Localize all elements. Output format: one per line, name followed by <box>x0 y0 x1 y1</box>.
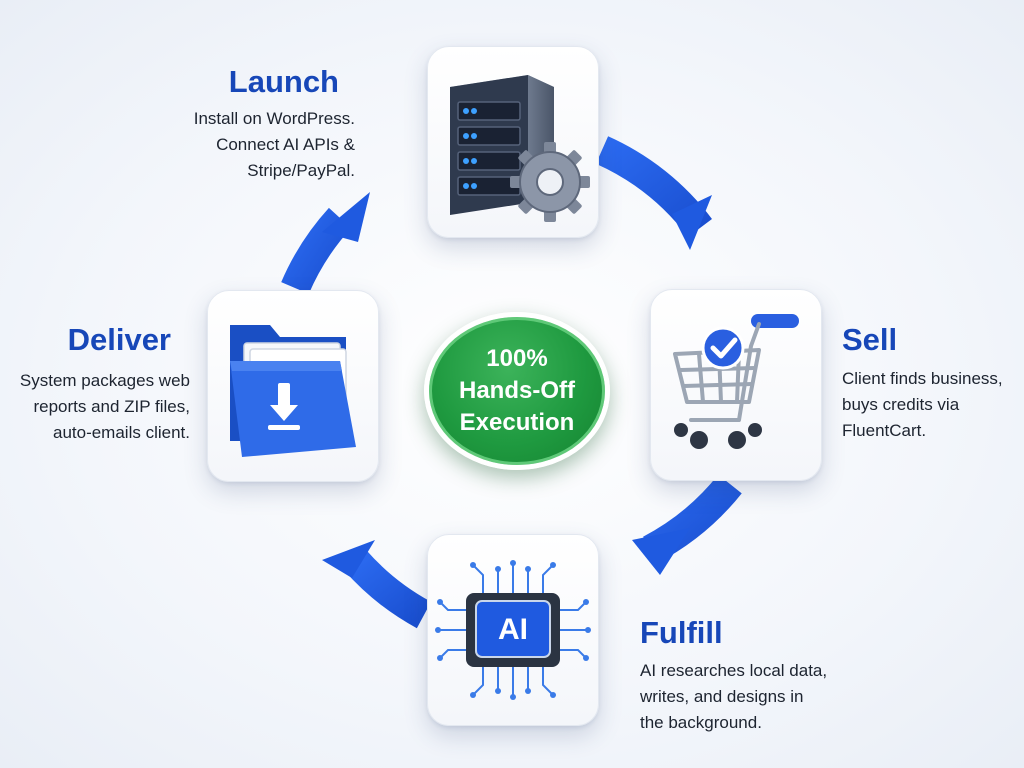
fulfill-card: AI <box>427 534 599 726</box>
center-badge-line: Hands-Off <box>459 377 575 404</box>
deliver-title: Deliver <box>67 322 171 357</box>
fulfill-desc-line: the background. <box>640 713 762 732</box>
fulfill-desc-line: AI researches local data, <box>640 661 828 680</box>
arrowhead-fulfill <box>632 528 690 575</box>
sell-title: Sell <box>842 322 898 357</box>
launch-desc-line: Connect AI APIs & <box>216 135 355 154</box>
launch-title: Launch <box>228 64 339 99</box>
deliver-desc-line: auto-emails client. <box>52 423 190 442</box>
fulfill-desc-line: writes, and designs in <box>640 687 804 706</box>
shopping-cart-check-icon <box>673 314 799 449</box>
ai-chip-icon: AI <box>435 560 591 700</box>
arrowhead-deliver <box>322 540 375 578</box>
deliver-description: System packages web reports and ZIP file… <box>20 368 190 446</box>
center-badge: 100% Hands-Off Execution <box>424 312 610 470</box>
center-badge-line: Execution <box>459 409 575 436</box>
deliver-desc-line: System packages web <box>19 371 190 390</box>
server-gear-icon <box>450 75 590 222</box>
fulfill-title: Fulfill <box>640 615 723 650</box>
sell-desc-line: Client finds business, <box>842 369 1003 388</box>
arrowhead-sell <box>672 195 712 250</box>
sell-card <box>650 289 822 481</box>
arrowhead-launch <box>322 192 370 242</box>
chip-label: AI <box>498 613 528 646</box>
launch-desc-line: Stripe/PayPal. <box>247 161 355 180</box>
sell-desc-line: FluentCart. <box>842 421 927 440</box>
launch-card <box>427 46 599 238</box>
fulfill-description: AI researches local data, writes, and de… <box>640 658 827 736</box>
center-badge-line: 100% <box>486 345 548 372</box>
deliver-card <box>207 290 379 482</box>
sell-description: Client finds business, buys credits via … <box>842 366 1003 444</box>
launch-desc-line: Install on WordPress. <box>193 109 355 128</box>
arrow-fulfill-to-deliver <box>343 549 432 629</box>
folder-download-icon <box>230 325 356 457</box>
sell-desc-line: buys credits via <box>842 395 960 414</box>
deliver-desc-line: reports and ZIP files, <box>33 397 190 416</box>
launch-description: Install on WordPress. Connect AI APIs & … <box>194 106 355 184</box>
